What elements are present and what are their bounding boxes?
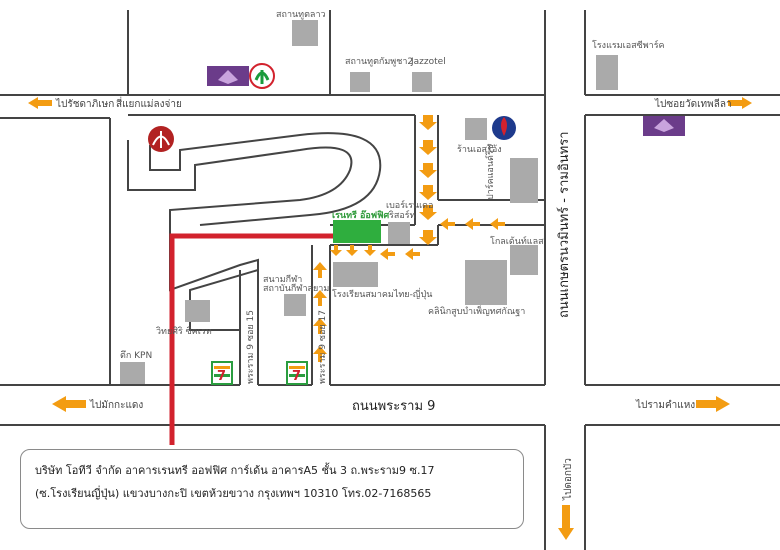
- label-embassy2: สถานทูตกัมพูชา2: [345, 57, 413, 67]
- label-apartment: ปาร์คแอนด์ริช: [484, 144, 496, 200]
- svg-text:7: 7: [217, 369, 226, 384]
- route-line: [169, 233, 333, 445]
- label-sales-office: โรงแรมเอสซีพาร์ค: [592, 39, 665, 51]
- rain-tree-office-block: [333, 220, 381, 243]
- label-kpn: ตึก KPN: [120, 350, 152, 361]
- label-soi15: พระราม 9 ซอย 15: [246, 310, 256, 384]
- place-labels: สถานทูตลาว สถานทูตกัมพูชา2 Jazzotel โรงแ…: [120, 10, 665, 384]
- svg-text:7: 7: [292, 369, 301, 384]
- ptt-station-icon: [492, 116, 516, 140]
- building-kpn: [120, 362, 145, 384]
- seven-eleven-logo-1: 7: [211, 361, 233, 385]
- building-restaurant: [465, 118, 487, 140]
- label-wittayasiri: วิทยศิริ ซิคเรท: [156, 326, 212, 337]
- label-restaurant: ร้านเอสโอ้ง: [457, 144, 502, 155]
- label-stadium-2: สถาบันกีฬาสยาม: [263, 283, 329, 294]
- arrow-right-main: [696, 396, 730, 412]
- building-clinic: [465, 260, 507, 305]
- label-stadium: สนามกีฬา: [263, 274, 302, 285]
- vertical-road-label: ถนนเกษตรนวมินทร์ - รามอินทรา: [556, 131, 572, 318]
- direction-mid-right: ไปรามคำแหง: [635, 399, 695, 411]
- building-embassy2: [350, 72, 370, 92]
- direction-top-left: ไปรัชดาภิเษก: [55, 98, 114, 110]
- label-clinic: คลินิกสูบบำเพ็ญทศกัณฐา: [428, 304, 525, 317]
- big-direction-arrows: [28, 97, 752, 540]
- building-sales-office: [596, 55, 618, 90]
- label-jazzotel: Jazzotel: [410, 57, 446, 67]
- building-apartment: [510, 158, 538, 203]
- building-club: [510, 245, 538, 275]
- direction-arrows-orange: [313, 115, 505, 362]
- address-box: บริษัท โอทีวี จำกัด อาคารเรนทรี ออฟฟิศ ก…: [20, 449, 524, 529]
- building-stadium: [284, 294, 306, 316]
- address-line-2: (ซ.โรงเรียนญี่ปุ่น) แขวงบางกะปิ เขตห้วยข…: [35, 487, 432, 500]
- label-club: โกลเด้นท์แลส: [490, 235, 544, 247]
- direction-top-right: ไปซอยวัดเทพลีลา: [654, 98, 732, 110]
- label-residence-2: ริสอร์ท: [389, 209, 416, 221]
- building-wittayasiri: [185, 300, 210, 322]
- address-line-1: บริษัท โอทีวี จำกัด อาคารเรนทรี ออฟฟิศ ก…: [35, 464, 435, 477]
- label-lao-embassy: สถานทูตลาว: [276, 10, 326, 20]
- buildings: [120, 20, 618, 384]
- direction-top-left-sub: สี่แยกแม่ลงจ่าย: [116, 96, 182, 110]
- label-thai-japan-school: โรงเรียนสมาคมไทย-ญี่ปุ่น: [332, 287, 432, 300]
- main-road-label: ถนนพระราม 9: [352, 399, 435, 414]
- seven-eleven-logo-2: 7: [286, 361, 308, 385]
- scb-bank-icon: [207, 66, 249, 86]
- arrow-down-main: [558, 505, 574, 540]
- scb-bank-icon-2: [643, 116, 685, 136]
- office-label: เรนทรี อ๊อฟฟิศ: [332, 210, 390, 221]
- arrow-right-top: [728, 97, 752, 109]
- road-network: [0, 10, 780, 550]
- building-lao-embassy: [292, 20, 318, 46]
- arrow-left-top: [28, 97, 52, 109]
- building-residence: [388, 222, 410, 244]
- direction-bottom-right: ไปดอกบัว: [562, 458, 574, 501]
- kbank-icon: [249, 63, 275, 89]
- direction-mid-left: ไปมักกะแดง: [89, 399, 143, 411]
- building-jazzotel: [412, 72, 432, 92]
- red-leaf-emblem-icon: [148, 126, 174, 152]
- arrow-left-main: [52, 396, 86, 412]
- building-thai-japan-school: [333, 262, 378, 287]
- label-soi17: พระราม 9 ซอย 17: [318, 310, 328, 384]
- label-residence: เบอร์เรนเดอ: [386, 199, 433, 211]
